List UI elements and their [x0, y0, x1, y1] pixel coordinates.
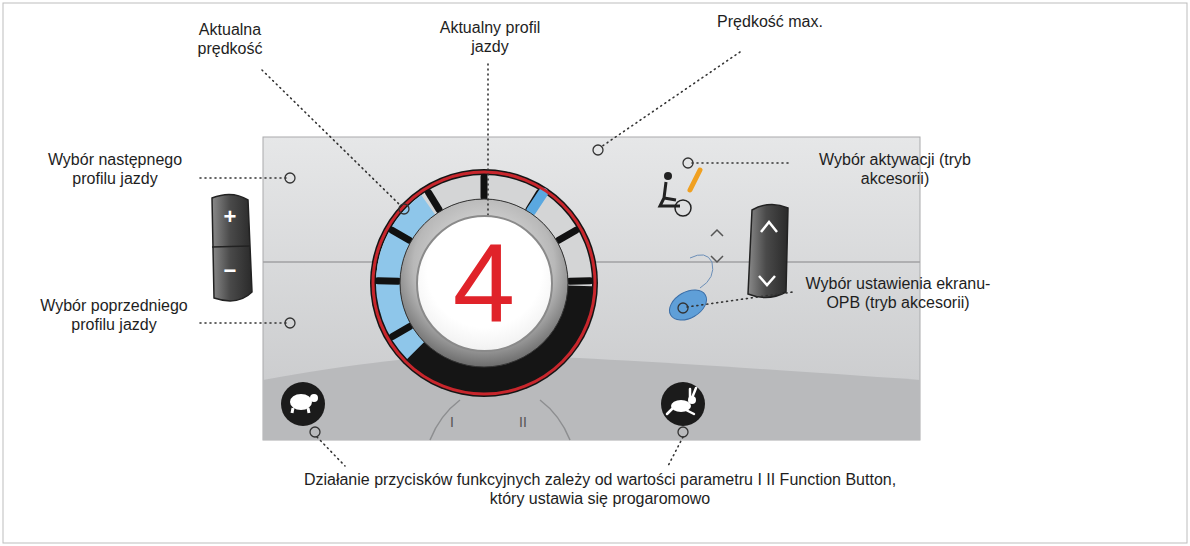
button-sign: +: [218, 204, 242, 230]
bank-label: I: [444, 414, 460, 431]
scale-tick: [392, 326, 409, 336]
scale-tick: [570, 277, 590, 284]
frame: [3, 3, 1187, 543]
speed-dial: [370, 169, 598, 397]
accessory-rocker: [748, 204, 788, 297]
scale-tick: [481, 177, 488, 197]
bank-divider: [430, 400, 570, 440]
callout-label: Wybór poprzedniego profilu jazdy: [28, 296, 200, 334]
rabbit-button: [661, 382, 705, 426]
silver-bezel: [400, 199, 568, 367]
dial-ring: [370, 169, 598, 397]
profile-number: 4: [453, 227, 515, 339]
max-speed-marker: [531, 193, 543, 211]
callout-label: Wybór ustawienia ekranu-OPB (tryb akceso…: [798, 274, 998, 312]
callout-label: Wybór następnego profilu jazdy: [30, 150, 200, 188]
turtle-button: [281, 382, 325, 426]
callout-label: Aktualna prędkość: [175, 20, 285, 58]
screen-setting-icon: [664, 255, 713, 326]
panel-bottom-band: [263, 355, 920, 440]
callout-label: Aktualny profil jazdy: [420, 18, 560, 56]
leader-lines: [200, 52, 793, 466]
profile-display: 4: [416, 215, 553, 352]
scale-tick: [392, 230, 409, 240]
red-rim: [373, 172, 595, 394]
scale-tick: [378, 277, 398, 284]
accessory-activation-icon: [660, 170, 700, 216]
updown-chevrons: [711, 230, 723, 262]
profile-rocker: [212, 194, 252, 300]
bank-label: II: [512, 414, 534, 431]
callout-label: Wybór aktywacji (tryb akcesorii): [795, 150, 995, 188]
button-sign: −: [218, 258, 242, 284]
note-text: Działanie przycisków funkcyjnych zależy …: [300, 470, 900, 508]
scale-tick: [429, 193, 439, 210]
callout-markers: [285, 145, 693, 437]
callout-label: Prędkość max.: [710, 12, 830, 31]
scale-tick: [559, 230, 576, 240]
